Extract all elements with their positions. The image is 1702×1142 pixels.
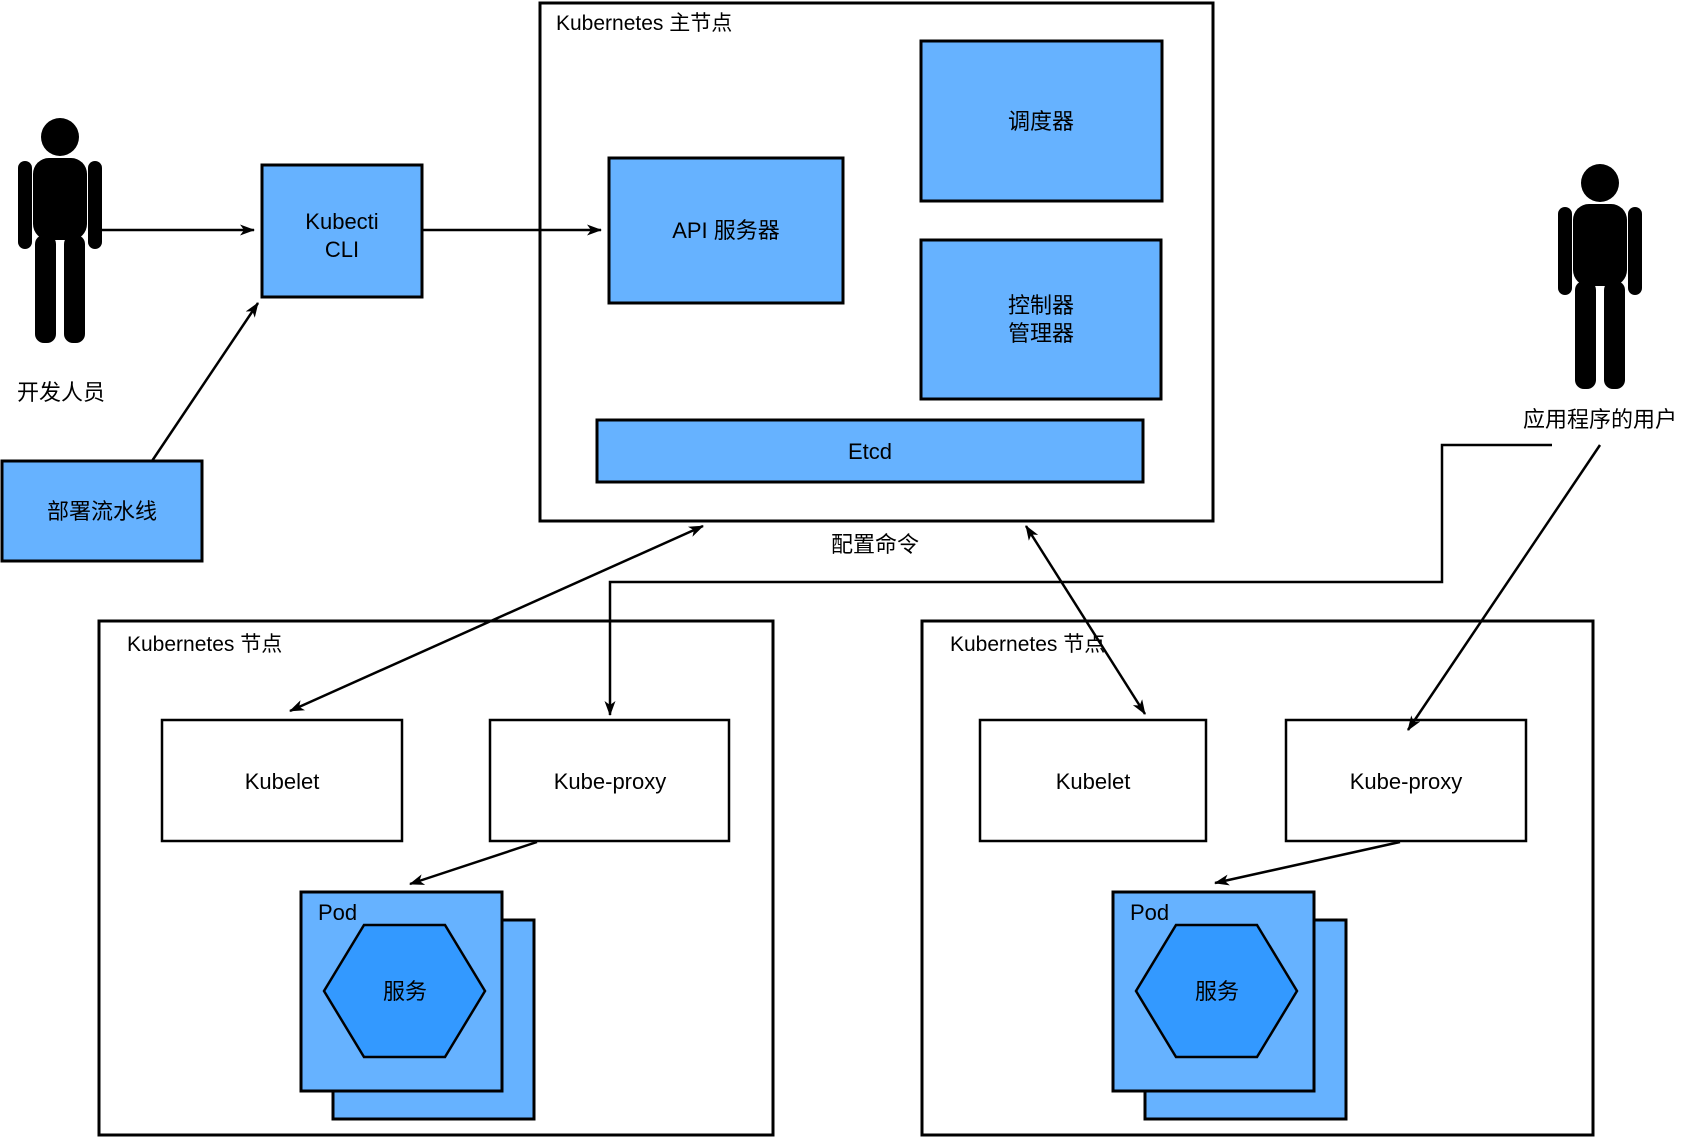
master-node-group: Kubernetes 主节点 API 服务器 调度器 控制器 管理器 Etcd [538, 1, 1215, 523]
edge-master-to-kubelet-2 [1024, 525, 1147, 715]
person-left-leg [35, 235, 56, 343]
service-label-2: 服务 [1195, 979, 1239, 1004]
scheduler-label: 调度器 [1008, 109, 1074, 134]
api-server-label: API 服务器 [672, 218, 780, 243]
person-left-arm [18, 161, 32, 249]
edge-kube-proxy-to-pod-2 [1214, 840, 1401, 886]
developer-person-icon [18, 118, 102, 343]
api-server-box [607, 156, 845, 305]
edge-app-user-to-kube-proxy-1 [604, 443, 1552, 716]
kubelet-box-1 [160, 718, 404, 843]
worker-node-1-group: Kubernetes 节点 Kubelet Kube-proxy Pod 服务 [97, 619, 775, 1137]
pod-label-1: Pod [318, 900, 357, 925]
edge-master-to-kubelet-1 [289, 524, 704, 713]
kube-proxy-label-2: Kube-proxy [1350, 769, 1463, 794]
app-user-label: 应用程序的用户 [1523, 407, 1677, 432]
etcd-label: Etcd [848, 439, 892, 464]
person-torso [1573, 204, 1627, 286]
person-right-arm [88, 161, 102, 249]
kubelet-label-2: Kubelet [1056, 769, 1131, 794]
config-commands-label: 配置命令 [831, 532, 919, 557]
pod-label-2: Pod [1130, 900, 1169, 925]
kubelet-label-1: Kubelet [245, 769, 320, 794]
kube-proxy-box-2 [1284, 718, 1528, 843]
cli-group: Kubecti CLI [260, 163, 424, 299]
person-left-arm [1558, 207, 1572, 295]
app-user-person-icon [1558, 164, 1642, 389]
worker-node-2-title: Kubernetes 节点 [950, 633, 1105, 656]
controller-manager-box [919, 238, 1163, 401]
person-right-leg [1604, 281, 1625, 389]
service-label-1: 服务 [383, 979, 427, 1004]
edge-pipeline-to-cli [150, 302, 260, 462]
developer-actor-group: 开发人员 [17, 118, 105, 405]
worker-node-1-title: Kubernetes 节点 [127, 633, 282, 656]
master-node-title: Kubernetes 主节点 [556, 12, 732, 35]
service-hexagon-2 [1134, 923, 1299, 1059]
kube-proxy-box-1 [488, 718, 731, 843]
person-right-arm [1628, 207, 1642, 295]
person-left-leg [1575, 281, 1596, 389]
controller-manager-label-line1: 控制器 [1008, 293, 1074, 318]
service-hexagon-1 [322, 923, 487, 1059]
app-user-actor-group: 应用程序的用户 [1523, 164, 1677, 432]
pipeline-group: 部署流水线 [0, 459, 204, 563]
kubectl-cli-box [260, 163, 424, 299]
controller-manager-label-line2: 管理器 [1008, 321, 1074, 346]
kube-proxy-label-1: Kube-proxy [554, 769, 667, 794]
pod-group-2: Pod 服务 [1111, 890, 1348, 1121]
edge-kube-proxy-to-pod-1 [409, 840, 538, 886]
kubectl-cli-label-line2: CLI [325, 237, 359, 262]
kubelet-box-2 [978, 718, 1208, 843]
deployment-pipeline-label: 部署流水线 [47, 499, 157, 524]
etcd-box [595, 418, 1145, 484]
developer-label: 开发人员 [17, 380, 105, 405]
kubectl-cli-label-line1: Kubecti [305, 209, 378, 234]
edge-app-user-to-kube-proxy-2 [1406, 444, 1602, 731]
edges-group: 配置命令 [100, 224, 1602, 886]
scheduler-box [919, 39, 1164, 203]
person-torso [33, 158, 87, 240]
person-head [41, 118, 79, 156]
pod-group-1: Pod 服务 [299, 890, 536, 1121]
deployment-pipeline-box [0, 459, 204, 563]
person-head [1581, 164, 1619, 202]
worker-node-2-group: Kubernetes 节点 Kubelet Kube-proxy Pod 服务 [920, 619, 1595, 1137]
person-right-leg [64, 235, 85, 343]
